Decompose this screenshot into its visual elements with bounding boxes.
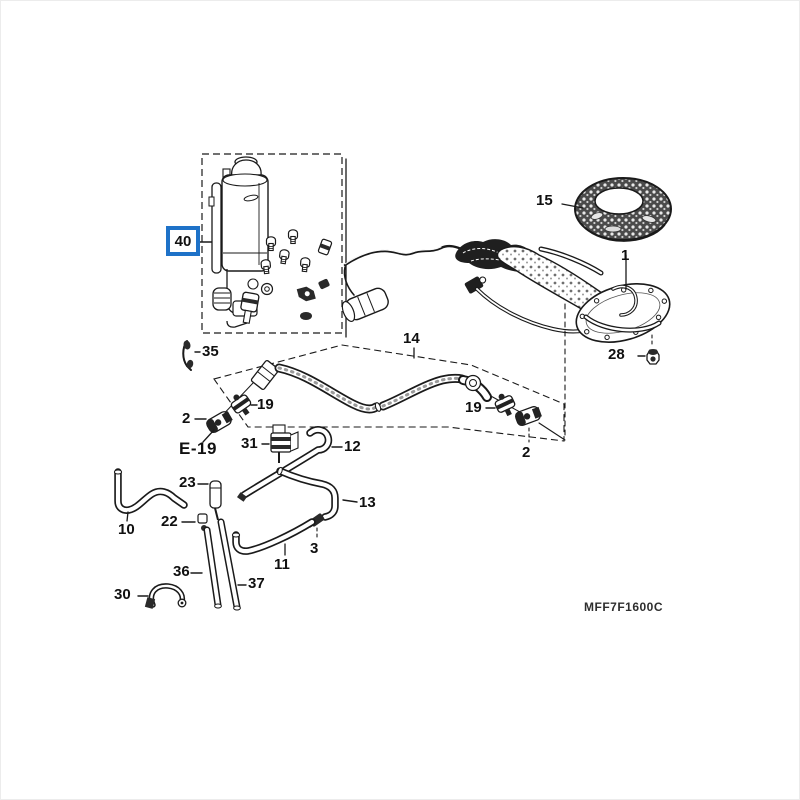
part-callout-11[interactable]: 11 (274, 556, 290, 573)
part-callout-30[interactable]: 30 (114, 586, 131, 603)
part-callout-2-right[interactable]: 2 (522, 444, 531, 461)
part-callout-37[interactable]: 37 (248, 575, 265, 592)
part-callout-19-left[interactable]: 19 (257, 396, 274, 413)
part-callout-15[interactable]: 15 (536, 192, 553, 209)
ref-label-e19[interactable]: E-19 (179, 439, 217, 458)
part-callout-10[interactable]: 10 (118, 521, 135, 538)
part-callout-14[interactable]: 14 (403, 330, 420, 347)
part-callout-35[interactable]: 35 (202, 343, 219, 360)
part-callout-12[interactable]: 12 (344, 438, 361, 455)
part-callout-13[interactable]: 13 (359, 494, 376, 511)
part-callout-36[interactable]: 36 (173, 563, 190, 580)
part-callout-3[interactable]: 3 (310, 540, 319, 557)
part-number-40: 40 (174, 232, 192, 250)
part-callout-2-left[interactable]: 2 (182, 410, 191, 427)
part-callout-1[interactable]: 1 (621, 247, 630, 264)
part-callout-22[interactable]: 22 (161, 513, 178, 530)
part-callout-23[interactable]: 23 (179, 474, 196, 491)
part-callout-19-right[interactable]: 19 (465, 399, 482, 416)
part-callout-31[interactable]: 31 (241, 435, 258, 452)
part-callout-28[interactable]: 28 (608, 346, 625, 363)
diagram-code: MFF7F1600C (584, 600, 664, 614)
part-callout-40[interactable]: 40 (166, 226, 200, 256)
